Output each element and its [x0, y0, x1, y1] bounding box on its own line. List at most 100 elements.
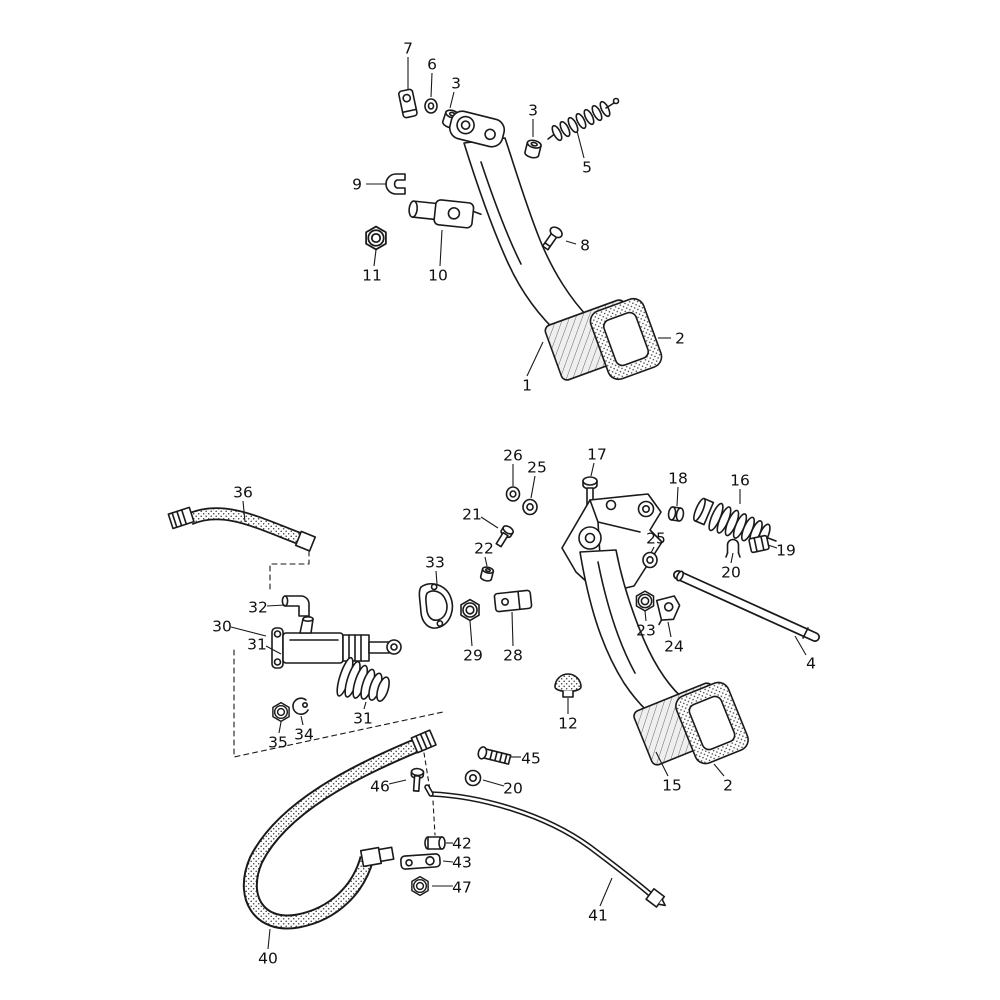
- leader-line-part-19: [767, 544, 778, 549]
- part-label-46: 46: [370, 778, 390, 796]
- elbow-fitting-32: [281, 595, 310, 617]
- leader-line-part-31: [363, 701, 367, 710]
- leader-line-part-8: [565, 240, 577, 245]
- leader-line-part-22: [484, 556, 488, 567]
- pressure-hose-40: [242, 729, 437, 930]
- hex-nut-29: [460, 598, 480, 622]
- part-label-18: 18: [668, 470, 688, 488]
- part-label-26: 26: [503, 447, 523, 465]
- part-label-24: 24: [664, 638, 684, 656]
- leader-line-part-11: [373, 249, 377, 267]
- bolt-21: [495, 525, 514, 548]
- washer-20-lower: [464, 769, 482, 787]
- stop-bolt-8: [541, 226, 563, 251]
- leader-line-part-35: [278, 721, 282, 734]
- hex-nut-23: [635, 590, 655, 612]
- part-label-47: 47: [452, 879, 472, 897]
- part-label-22: 22: [474, 540, 494, 558]
- leader-line-part-46: [388, 779, 407, 785]
- washer-6: [424, 98, 438, 114]
- leader-line-part-17: [590, 462, 595, 477]
- supply-hose-36: [167, 506, 317, 552]
- spring-clip-9: [385, 173, 406, 195]
- part-label-28: 28: [503, 647, 523, 665]
- part-label-15: 15: [662, 777, 682, 795]
- spacer-28: [493, 589, 533, 613]
- part-label-23: 23: [636, 622, 656, 640]
- part-label-2: 2: [675, 330, 685, 348]
- bushing-3-lower: [524, 139, 542, 159]
- leader-line-part-30: [230, 626, 267, 637]
- leader-line-part-33: [435, 570, 438, 585]
- leader-line-part-34: [300, 715, 304, 726]
- union-fitting-42: [424, 836, 446, 850]
- hex-nut-11: [365, 225, 387, 251]
- part-label-16: 16: [730, 472, 750, 490]
- leader-line-part-20: [482, 779, 505, 787]
- push-rod-4: [673, 570, 820, 642]
- part-label-43: 43: [452, 854, 472, 872]
- banjo-bolt-45: [477, 746, 512, 765]
- clamp-bracket-43: [400, 853, 441, 870]
- gasket-33: [418, 583, 454, 629]
- part-label-10: 10: [428, 267, 448, 285]
- bolt-46: [410, 767, 425, 792]
- clutch-pedal-assembly: [167, 476, 820, 930]
- leader-line-part-32: [266, 604, 286, 607]
- part-label-34: 34: [294, 726, 314, 744]
- part-label-33: 33: [425, 554, 445, 572]
- part-label-36: 36: [233, 484, 253, 502]
- leader-line-part-25: [650, 546, 655, 554]
- part-label-31: 31: [353, 710, 373, 728]
- clip-19: [748, 534, 770, 554]
- leader-line-part-28: [511, 611, 514, 647]
- leader-line-part-31: [265, 645, 282, 655]
- retaining-plate-7: [398, 88, 418, 119]
- leader-line-part-24: [667, 621, 672, 638]
- leader-line-part-36: [242, 500, 246, 523]
- brake-pedal-assembly: [365, 88, 663, 381]
- construction-line: [269, 550, 310, 590]
- part-label-21: 21: [462, 506, 482, 524]
- part-label-30: 30: [212, 618, 232, 636]
- part-label-25: 25: [527, 459, 547, 477]
- part-label-42: 42: [452, 835, 472, 853]
- clip-34: [292, 697, 309, 715]
- construction-line: [432, 800, 436, 836]
- part-label-31: 31: [247, 636, 267, 654]
- leader-line-part-5: [576, 130, 585, 159]
- boot-31: [336, 656, 390, 702]
- part-label-35: 35: [268, 734, 288, 752]
- part-label-2: 2: [723, 777, 733, 795]
- part-label-4: 4: [806, 655, 816, 673]
- leader-line-part-10: [439, 229, 443, 267]
- part-label-3: 3: [528, 102, 538, 120]
- part-label-1: 1: [522, 377, 532, 395]
- leader-line-part-2: [713, 763, 725, 777]
- part-label-45: 45: [521, 750, 541, 768]
- leader-line-part-1: [526, 341, 544, 377]
- washer-25-lower: [642, 551, 658, 569]
- leader-lines: [230, 57, 807, 950]
- part-label-12: 12: [558, 715, 578, 733]
- part-label-25: 25: [646, 530, 666, 548]
- part-label-19: 19: [776, 542, 796, 560]
- bracket-24: [655, 595, 681, 626]
- part-label-3: 3: [451, 75, 461, 93]
- part-label-9: 9: [352, 176, 362, 194]
- part-label-20: 20: [503, 780, 523, 798]
- bushing-18: [667, 506, 685, 522]
- leader-line-part-43: [442, 860, 454, 863]
- leader-line-part-18: [676, 486, 679, 507]
- bushing-22: [479, 566, 495, 582]
- leader-line-part-20: [730, 552, 734, 564]
- pivot-tube-10: [408, 199, 482, 229]
- part-label-20: 20: [721, 564, 741, 582]
- part-label-6: 6: [427, 56, 437, 74]
- part-label-7: 7: [403, 40, 413, 58]
- part-label-40: 40: [258, 950, 278, 968]
- construction-line: [233, 649, 444, 758]
